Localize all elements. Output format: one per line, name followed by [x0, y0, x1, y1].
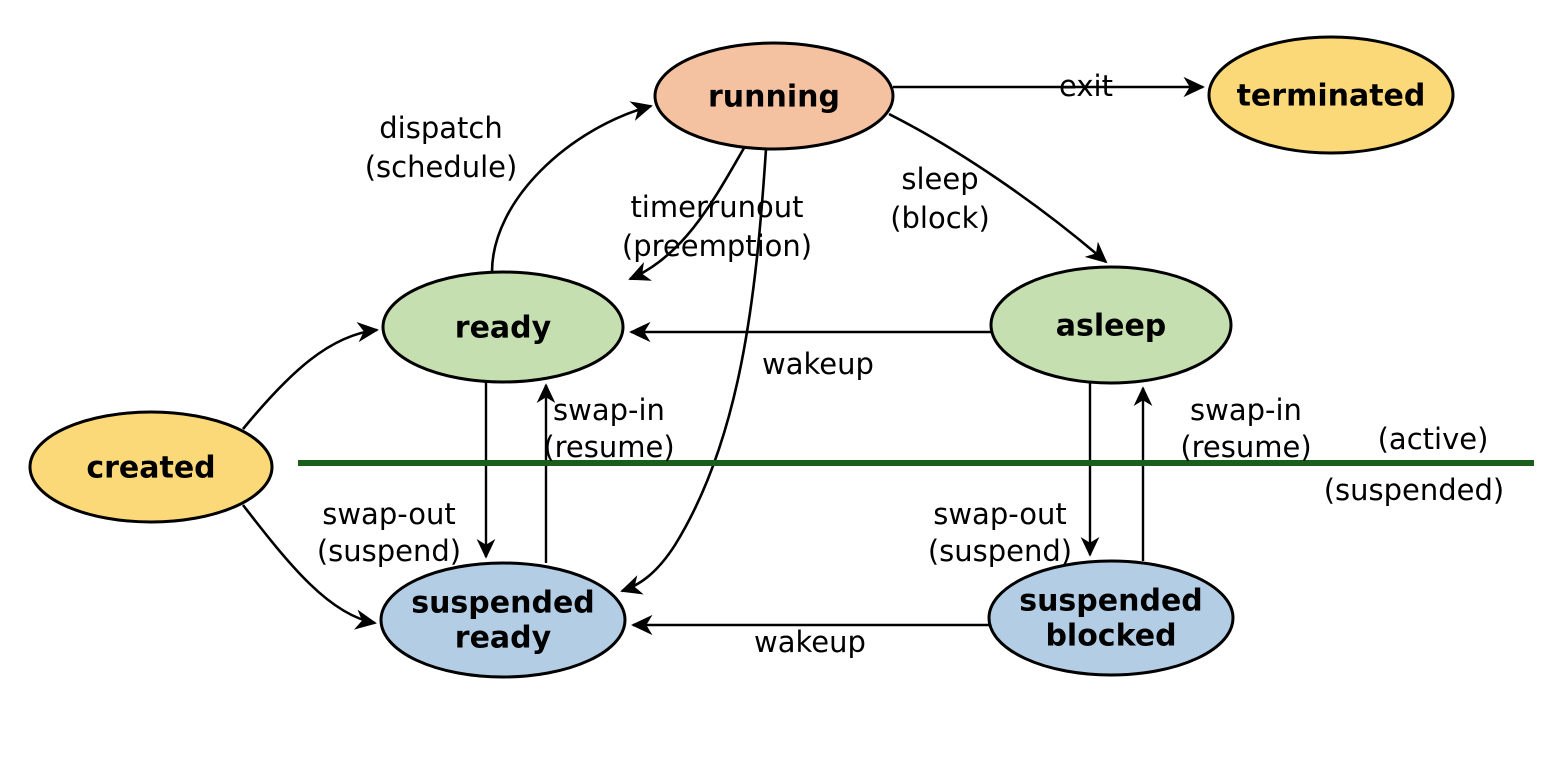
node-suspended-blocked[interactable]: suspended blocked [987, 559, 1235, 677]
edge-label-swap-in-left-line2: (resume) [543, 430, 674, 464]
edge-label-dispatch-line1: dispatch [379, 111, 502, 145]
node-created-shape[interactable] [28, 410, 274, 524]
node-terminated[interactable]: terminated [1207, 35, 1455, 155]
edge-label-dispatch-line2: (schedule) [365, 150, 518, 184]
edge-label-swap-out-left-line2: (suspend) [317, 534, 461, 568]
edge-created-to-ready [241, 321, 379, 430]
node-asleep[interactable]: asleep [989, 265, 1233, 385]
node-ready[interactable]: ready [381, 270, 625, 384]
edge-label-swap-in-left-line1: swap-in [553, 393, 665, 427]
node-created-label: created [86, 451, 215, 486]
edge-label-sleep-line1: sleep [901, 162, 978, 196]
edges-layer [241, 76, 1205, 636]
node-created[interactable]: created [28, 410, 274, 524]
node-suspended-ready-label-line1: suspended [411, 586, 595, 621]
node-ready-shape[interactable] [381, 270, 625, 384]
node-suspended-blocked-label-line2: blocked [1045, 619, 1176, 654]
edge-running-to-ready-timerrunout [628, 147, 746, 281]
node-running[interactable]: running [653, 41, 895, 151]
edge-label-exit: exit [1059, 69, 1113, 103]
edge-created-to-suspended-ready [241, 504, 377, 630]
edge-label-wakeup-top: wakeup [762, 347, 874, 381]
node-running-shape[interactable] [653, 41, 895, 151]
region-label-suspended: (suspended) [1324, 473, 1505, 507]
nodes-layer: running terminated ready asleep created [28, 35, 1455, 679]
node-suspended-ready-label-line2: ready [455, 621, 552, 656]
edge-label-swap-in-right-line2: (resume) [1180, 430, 1311, 464]
node-terminated-label: terminated [1237, 79, 1426, 114]
edge-label-swap-out-right-line1: swap-out [933, 497, 1067, 531]
region-label-active: (active) [1378, 422, 1489, 456]
node-running-label: running [708, 80, 840, 115]
edge-label-timerrunout-line2: (preemption) [622, 229, 812, 263]
edge-labels-layer: dispatch (schedule) exit timerrunout (pr… [317, 69, 1312, 659]
node-suspended-ready[interactable]: suspended ready [379, 561, 627, 679]
node-terminated-shape[interactable] [1207, 35, 1455, 155]
edge-label-sleep-line2: (block) [890, 201, 990, 235]
node-asleep-label: asleep [1056, 309, 1167, 344]
edge-label-wakeup-bottom: wakeup [754, 625, 866, 659]
region-labels-layer: (active) (suspended) [1324, 422, 1505, 507]
edge-label-swap-out-right-line2: (suspend) [928, 534, 1072, 568]
node-asleep-shape[interactable] [989, 265, 1233, 385]
node-suspended-blocked-label-line1: suspended [1019, 584, 1203, 619]
edge-ready-to-running-dispatch [490, 101, 653, 273]
node-suspended-ready-shape[interactable] [379, 561, 627, 679]
edge-label-swap-in-right-line1: swap-in [1190, 393, 1302, 427]
edge-running-to-asleep-sleep [888, 112, 1108, 264]
node-suspended-blocked-shape[interactable] [987, 559, 1235, 677]
edge-label-timerrunout-line1: timerrunout [630, 190, 803, 224]
node-ready-label: ready [455, 311, 552, 346]
edge-label-swap-out-left-line1: swap-out [322, 497, 456, 531]
